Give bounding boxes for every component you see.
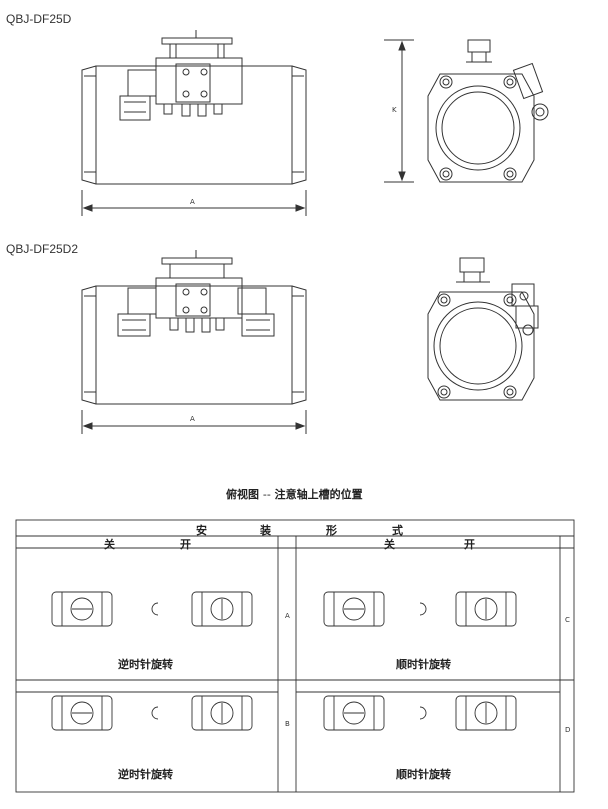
dimension-k-top: K [392, 106, 397, 114]
row2-right-label: 顺时针旋转 [396, 768, 451, 781]
position-diagrams [51, 591, 517, 731]
row1-left-label: 逆时针旋转 [118, 658, 173, 671]
caption-main: 俯视图 [226, 488, 259, 501]
right-header-open: 开 [464, 538, 475, 551]
left-header-open: 开 [180, 538, 191, 551]
table-title-char-1: 安 [196, 524, 207, 537]
row1-right-letter: C [565, 616, 570, 624]
view-caption: 俯视图 -- 注意轴上槽的位置 [226, 486, 363, 502]
row2-mid-letter: B [285, 720, 290, 728]
model-label-top: QBJ-DF25D [6, 12, 72, 26]
dimension-a-top: A [190, 198, 195, 206]
actuator-end-view-bottom [427, 257, 539, 401]
row1-right-label: 顺时针旋转 [396, 658, 451, 671]
installation-table-lines [15, 519, 575, 793]
table-title-char-2: 装 [260, 524, 271, 537]
row2-left-label: 逆时针旋转 [118, 768, 173, 781]
table-title-char-3: 形 [326, 524, 337, 537]
model-label-bottom: QBJ-DF25D2 [6, 242, 79, 256]
actuator-side-view-bottom [81, 250, 307, 434]
left-header-close: 关 [104, 538, 115, 551]
row1-mid-letter: A [285, 612, 290, 620]
actuator-side-view-top [81, 30, 307, 216]
right-header-close: 关 [384, 538, 395, 551]
dimension-a-bottom: A [190, 415, 195, 423]
row2-right-letter: D [565, 726, 571, 734]
actuator-end-view-top [384, 39, 549, 183]
caption-note: 注意轴上槽的位置 [274, 488, 363, 501]
table-title-char-4: 式 [392, 524, 403, 537]
caption-dash: -- [262, 488, 271, 501]
